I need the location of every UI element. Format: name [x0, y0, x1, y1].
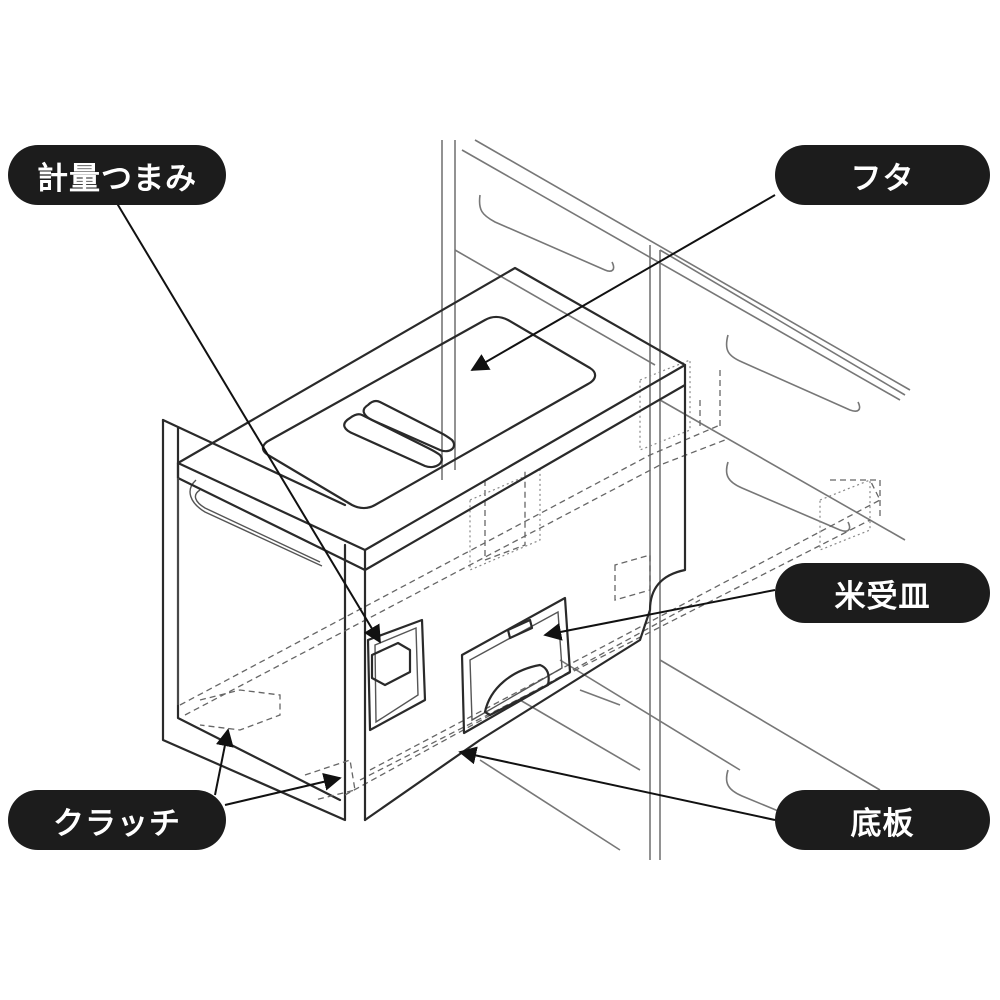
dispenser-body	[176, 266, 687, 822]
leader-lines	[114, 194, 776, 821]
rice-tray	[460, 596, 572, 735]
kitchen-cabinet	[441, 139, 911, 860]
label-lid: フタ	[775, 145, 990, 205]
measure-knob	[366, 618, 427, 732]
drawer-frame	[161, 418, 347, 822]
label-rice-tray: 米受皿	[775, 563, 990, 623]
label-clutch: クラッチ	[8, 790, 226, 850]
label-measure-knob: 計量つまみ	[8, 145, 226, 205]
label-bottom-plate: 底板	[775, 790, 990, 850]
drawer-rails	[179, 359, 881, 801]
lid	[261, 315, 597, 510]
